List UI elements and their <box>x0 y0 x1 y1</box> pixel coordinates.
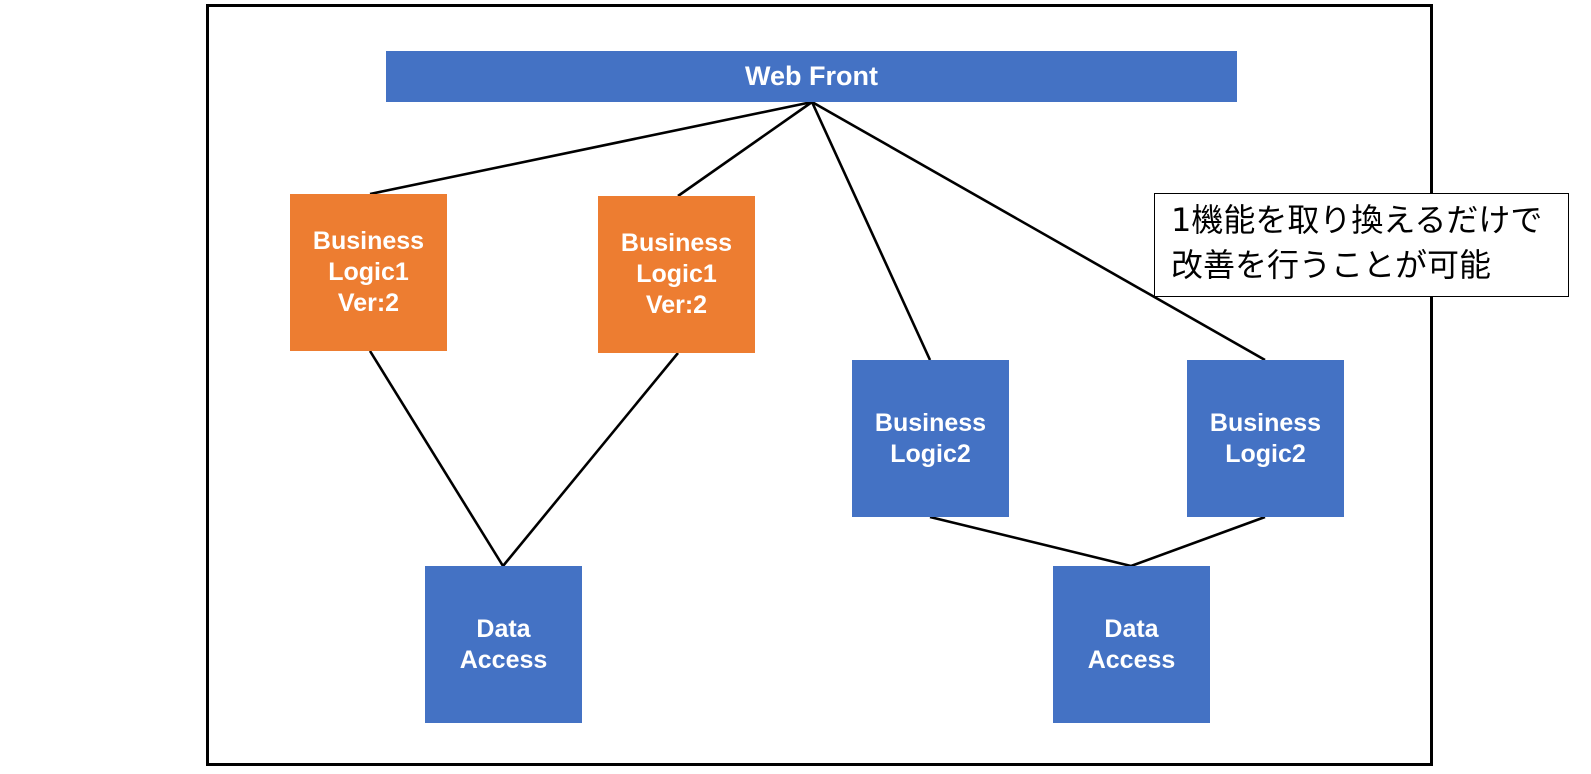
connector-webfront-to-bl2b <box>811 100 1266 362</box>
business-logic1-label-right: Business Logic1 Ver:2 <box>620 229 733 319</box>
data-access-box-right: Data Access <box>1053 566 1210 723</box>
business-logic2-label-right: Business Logic2 <box>1209 408 1322 468</box>
diagram-frame <box>206 4 1433 766</box>
web-front-label: Web Front <box>745 61 878 91</box>
business-logic1-box-right: Business Logic1 Ver:2 <box>598 196 755 353</box>
data-access-box-left: Data Access <box>425 566 582 723</box>
business-logic1-label-left: Business Logic1 Ver:2 <box>312 227 425 317</box>
business-logic2-box-right: Business Logic2 <box>1187 360 1344 517</box>
business-logic2-label-left: Business Logic2 <box>874 408 987 468</box>
web-front-box: Web Front <box>386 51 1237 102</box>
connector-webfront-to-bl2a <box>810 101 932 361</box>
connector-bl1a-to-data-access-left <box>368 350 505 567</box>
connector-bl2a-to-data-access-right <box>929 515 1132 568</box>
data-access-label-left: Data Access <box>459 614 548 674</box>
connector-webfront-to-bl1b <box>677 100 813 198</box>
connector-bl1b-to-data-access-left <box>501 352 680 567</box>
connector-bl2b-to-data-access-right <box>1130 515 1266 568</box>
callout-note: 1機能を取り換えるだけで 改善を行うことが可能 <box>1154 193 1569 297</box>
business-logic2-box-left: Business Logic2 <box>852 360 1009 517</box>
business-logic1-box-left: Business Logic1 Ver:2 <box>290 194 447 351</box>
connector-webfront-to-bl1a <box>369 100 813 196</box>
data-access-label-right: Data Access <box>1087 614 1176 674</box>
